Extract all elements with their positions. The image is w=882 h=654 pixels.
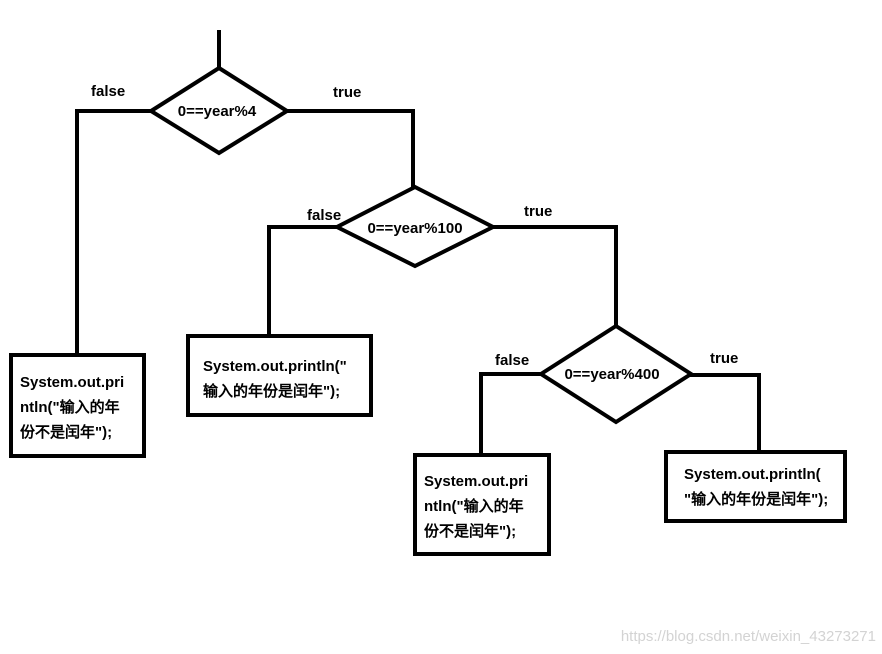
label-d2-true: true	[524, 203, 552, 220]
decision-2-text: 0==year%100	[367, 220, 462, 237]
decision-3-text: 0==year%400	[564, 366, 659, 383]
output-box-leap-2	[664, 450, 847, 523]
decision-year-mod-4	[147, 65, 291, 156]
label-d2-false: false	[307, 207, 341, 224]
output-4-line-1: System.out.println(	[684, 466, 821, 483]
label-d3-false: false	[495, 352, 529, 369]
decision-year-mod-100	[332, 184, 498, 269]
connector-d1-false	[75, 109, 153, 357]
output-1-line-1: System.out.pri	[20, 374, 124, 391]
label-d3-true: true	[710, 350, 738, 367]
output-3-line-1: System.out.pri	[424, 473, 528, 490]
output-box-leap-1	[186, 334, 373, 417]
connector-d2-true	[491, 225, 618, 328]
output-1-line-3: 份不是闰年");	[20, 423, 112, 441]
connector-d2-false	[267, 225, 339, 338]
output-2-line-1: System.out.println("	[203, 358, 347, 375]
connector-d3-true	[689, 373, 761, 454]
label-d1-false: false	[91, 83, 125, 100]
output-1-line-2: ntln("输入的年	[20, 398, 120, 416]
output-box-not-leap-1	[9, 353, 146, 458]
watermark: https://blog.csdn.net/weixin_43273271	[621, 628, 876, 645]
decision-1-text: 0==year%4	[178, 103, 257, 120]
output-box-not-leap-2	[413, 453, 551, 556]
output-2-line-2: 输入的年份是闰年");	[203, 382, 340, 400]
output-4-line-2: "输入的年份是闰年");	[684, 490, 828, 508]
label-d1-true: true	[333, 84, 361, 101]
output-3-line-3: 份不是闰年");	[424, 522, 516, 540]
connector-d1-true	[285, 109, 415, 189]
decision-year-mod-400	[537, 323, 695, 425]
output-3-line-2: ntln("输入的年	[424, 497, 524, 515]
connector-d3-false	[479, 372, 543, 457]
